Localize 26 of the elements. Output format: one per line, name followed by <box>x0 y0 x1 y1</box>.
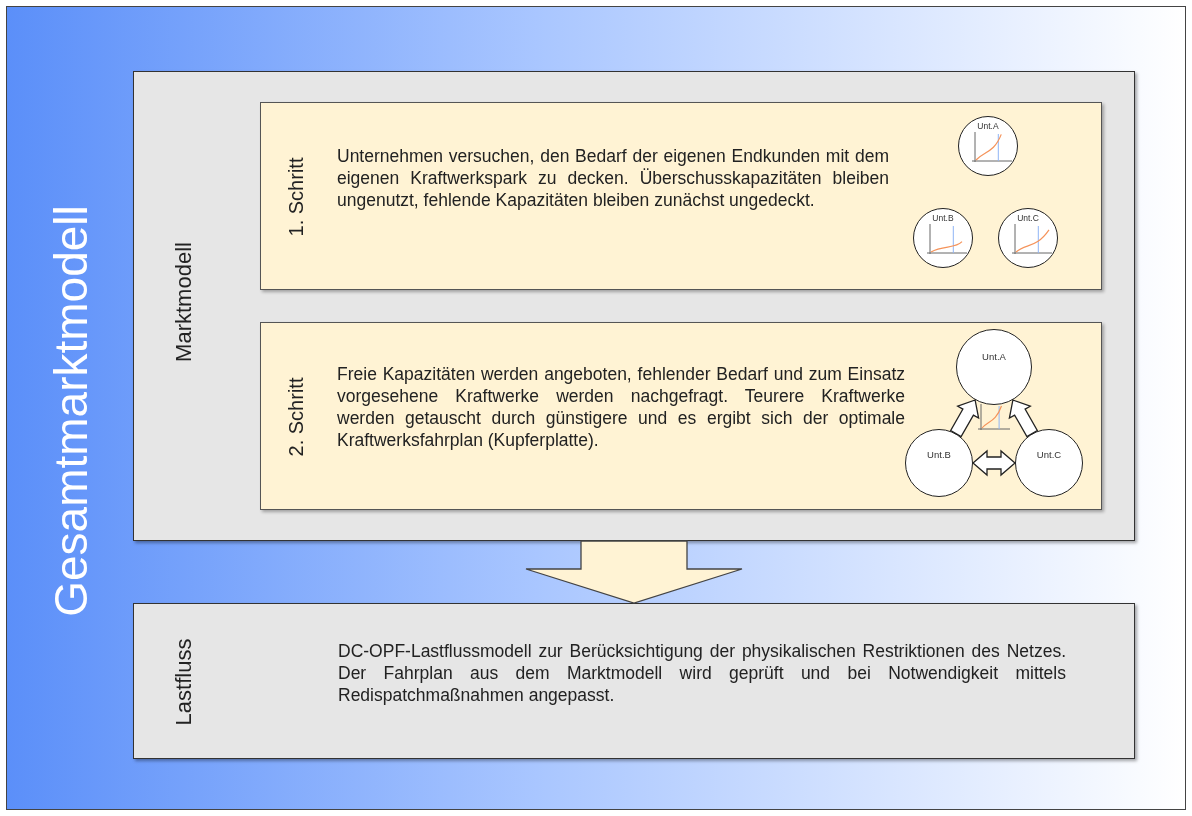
step-box <box>260 102 1102 290</box>
section-label: Marktmodell <box>171 242 197 362</box>
block-arrow <box>1008 399 1039 438</box>
section-box <box>133 603 1135 759</box>
step-label: 2. Schritt <box>284 377 308 457</box>
company-circle <box>913 208 973 268</box>
process-description: DC-OPF-Lastflussmodell zur Berücksichtigung der physikalischen Restriktionen des Netzes. Der Fahrplan aus dem Marktmodell wird geprüft und bei Notwendigkeit mittels Redispatchmaßnahmen angepasst. <box>338 640 1066 706</box>
block-arrow <box>525 540 743 604</box>
step-description: Freie Kapazitäten werden angeboten, fehlender Bedarf und zum Einsatz vorgesehene Kraftwerke werden nachgefragt. Teurere Kraftwerke werden getauscht durch günstigere und es ergibt sich der optimale Kraftwerksfahrplan (Kupferplatte). <box>337 363 905 451</box>
section-label: Lastfluss <box>171 638 197 726</box>
step-box <box>260 322 1102 510</box>
company-label: Unt.A <box>981 351 1007 363</box>
step-label: 1. Schritt <box>284 157 308 237</box>
block-arrow <box>972 449 1016 477</box>
company-label: Unt.C <box>1035 449 1063 461</box>
section-box <box>133 71 1135 541</box>
company-circle <box>998 208 1058 268</box>
company-label: Unt.A <box>976 121 1000 131</box>
background-panel <box>6 6 1186 810</box>
company-circle <box>958 116 1018 176</box>
company-label: Unt.B <box>926 449 952 461</box>
company-label: Unt.C <box>1016 213 1040 223</box>
block-arrow <box>949 399 980 438</box>
diagram-title-vertical: Gesamtmarktmodell <box>44 205 98 617</box>
company-label: Unt.B <box>931 213 955 223</box>
step-description: Unternehmen versuchen, den Bedarf der eigenen Endkunden mit dem eigenen Kraftwerkspark zu decken. Überschusskapazitäten bleiben ungenutzt, fehlende Kapazitäten bleiben zunächst ungedeckt. <box>337 145 889 211</box>
